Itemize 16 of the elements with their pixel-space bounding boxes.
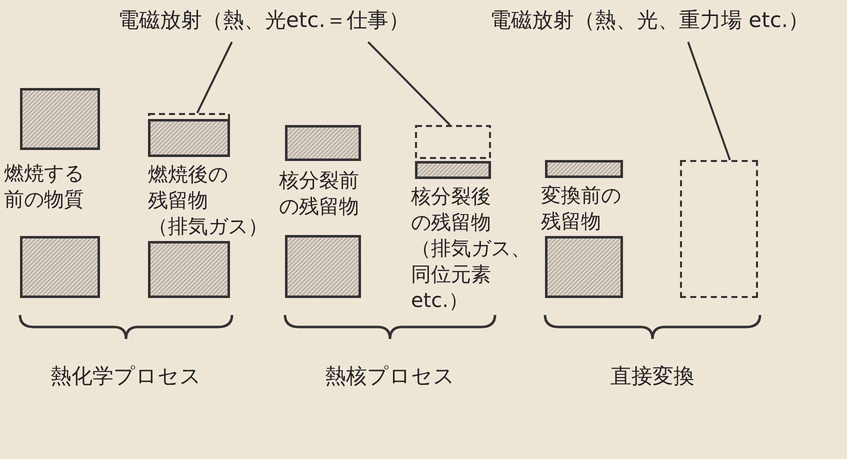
dashed-bar-outline xyxy=(680,160,758,298)
bar-label: 燃焼後の残留物 xyxy=(148,161,229,213)
callout-text: 電磁放射（熱、光、重力場 etc.） xyxy=(490,6,847,40)
group-label: 直接変換 xyxy=(610,363,694,390)
callout-text: 電磁放射（熱、光etc.＝仕事） xyxy=(118,6,448,40)
group-label: 熱化学プロセス xyxy=(50,363,202,390)
bar-label: 核分裂前の残留物 xyxy=(279,167,360,219)
bar-label: （排気ガス、同位元素etc.） xyxy=(411,235,532,313)
group-label: 熱核プロセス xyxy=(325,363,455,390)
bar-label: 核分裂後の残留物 xyxy=(411,183,492,235)
leader-line xyxy=(687,42,731,160)
leader-line xyxy=(367,41,451,126)
bar-label: （排気ガス） xyxy=(148,213,269,239)
leader-line xyxy=(196,42,233,114)
bar-label: 変換前の残留物 xyxy=(541,182,622,234)
bar-label: 燃焼する前の物質 xyxy=(4,160,85,212)
